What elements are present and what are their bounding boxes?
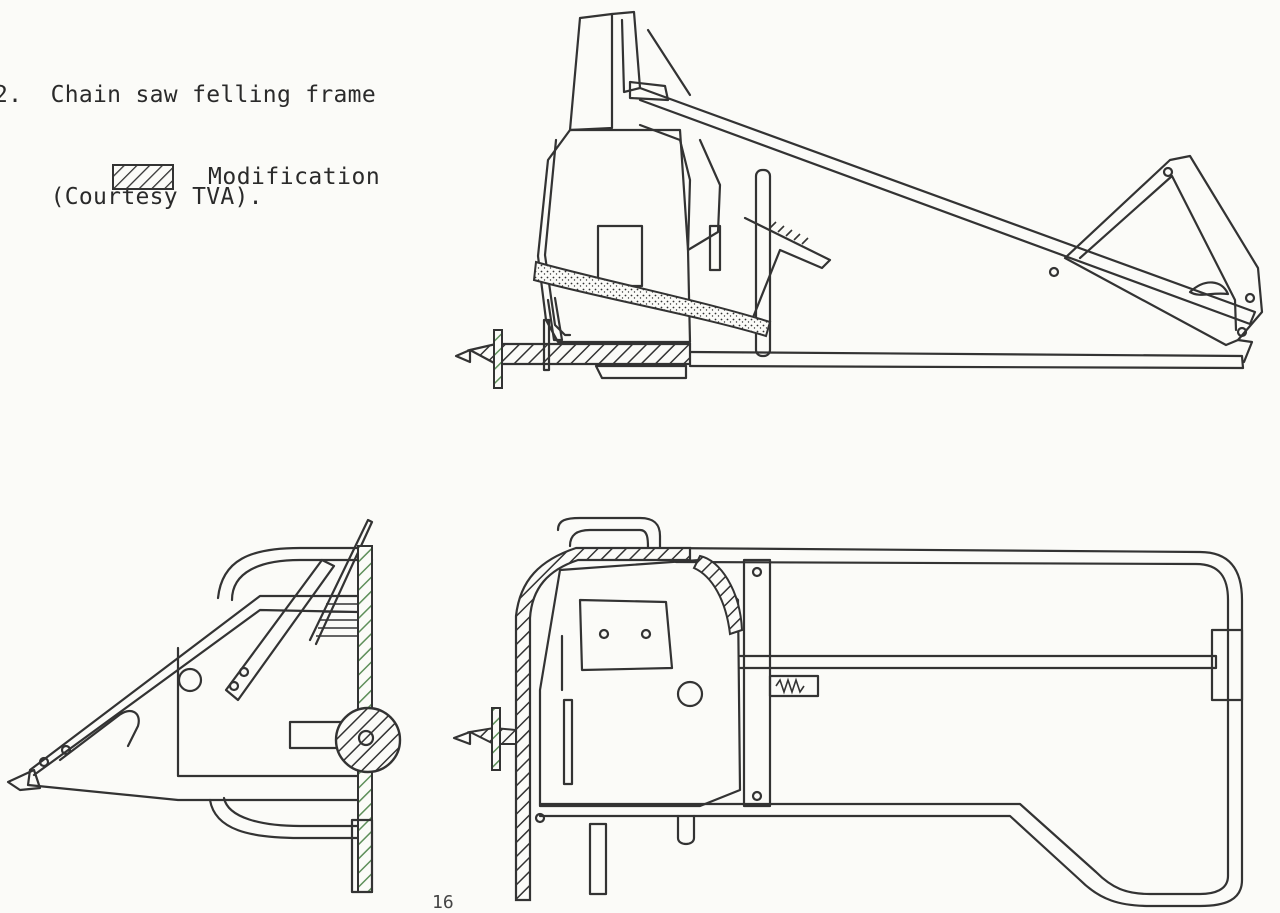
figure-caption: 2. Chain saw felling frame (Courtesy TVA…: [0, 10, 376, 248]
plan-view: [452, 516, 1244, 908]
legend: Modification: [112, 164, 380, 190]
caption-title: Chain saw felling frame: [50, 82, 376, 108]
figure-number: 2.: [0, 82, 23, 108]
end-elevation-view: [6, 518, 402, 894]
legend-label: Modification: [208, 164, 381, 190]
caption-line-1: 2. Chain saw felling frame: [0, 78, 376, 112]
page-number: 16: [432, 892, 454, 913]
side-elevation-view: [454, 10, 1264, 389]
hatch-swatch-icon: [112, 164, 174, 190]
